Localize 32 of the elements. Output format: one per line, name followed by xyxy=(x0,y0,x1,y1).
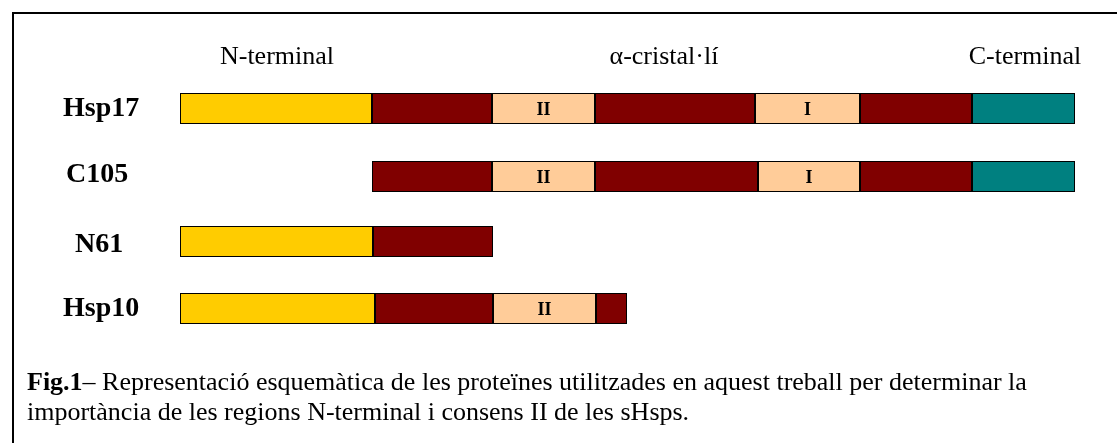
domain-segment xyxy=(372,161,492,192)
domain-segment xyxy=(972,161,1075,192)
protein-name: N61 xyxy=(75,227,124,259)
domain-segment xyxy=(375,293,493,324)
region-label: N-terminal xyxy=(219,41,335,71)
domain-segment xyxy=(860,93,972,124)
protein-name: C105 xyxy=(66,157,129,189)
domain-segment xyxy=(180,93,372,124)
protein-name: Hsp17 xyxy=(63,91,140,123)
consensus-region-segment xyxy=(758,161,860,192)
domain-segment xyxy=(972,93,1075,124)
domain-segment xyxy=(372,93,492,124)
region-number: I xyxy=(804,99,811,118)
protein-name: Hsp10 xyxy=(63,291,140,323)
consensus-region-segment xyxy=(492,93,595,124)
domain-segment xyxy=(180,293,375,324)
consensus-region-segment xyxy=(755,93,860,124)
domain-segment xyxy=(595,161,758,192)
region-number: II xyxy=(536,99,551,118)
figure-caption: Fig.1– Representació esquemàtica de les proteïnes utilitzades en aquest treball per determinar la importància de les regions N-terminal i consens II de les sHsps. xyxy=(27,367,1028,427)
consensus-region-segment xyxy=(492,161,595,192)
domain-segment xyxy=(373,226,493,257)
consensus-region-segment xyxy=(493,293,596,324)
region-label: C-terminal xyxy=(968,41,1082,71)
domain-segment xyxy=(596,293,627,324)
domain-segment xyxy=(180,226,373,257)
domain-segment xyxy=(595,93,755,124)
domain-segment xyxy=(860,161,972,192)
region-number: II xyxy=(537,299,552,318)
region-number: II xyxy=(536,167,551,186)
region-label: α-cristal·lí xyxy=(609,41,719,71)
region-number: I xyxy=(805,167,813,186)
